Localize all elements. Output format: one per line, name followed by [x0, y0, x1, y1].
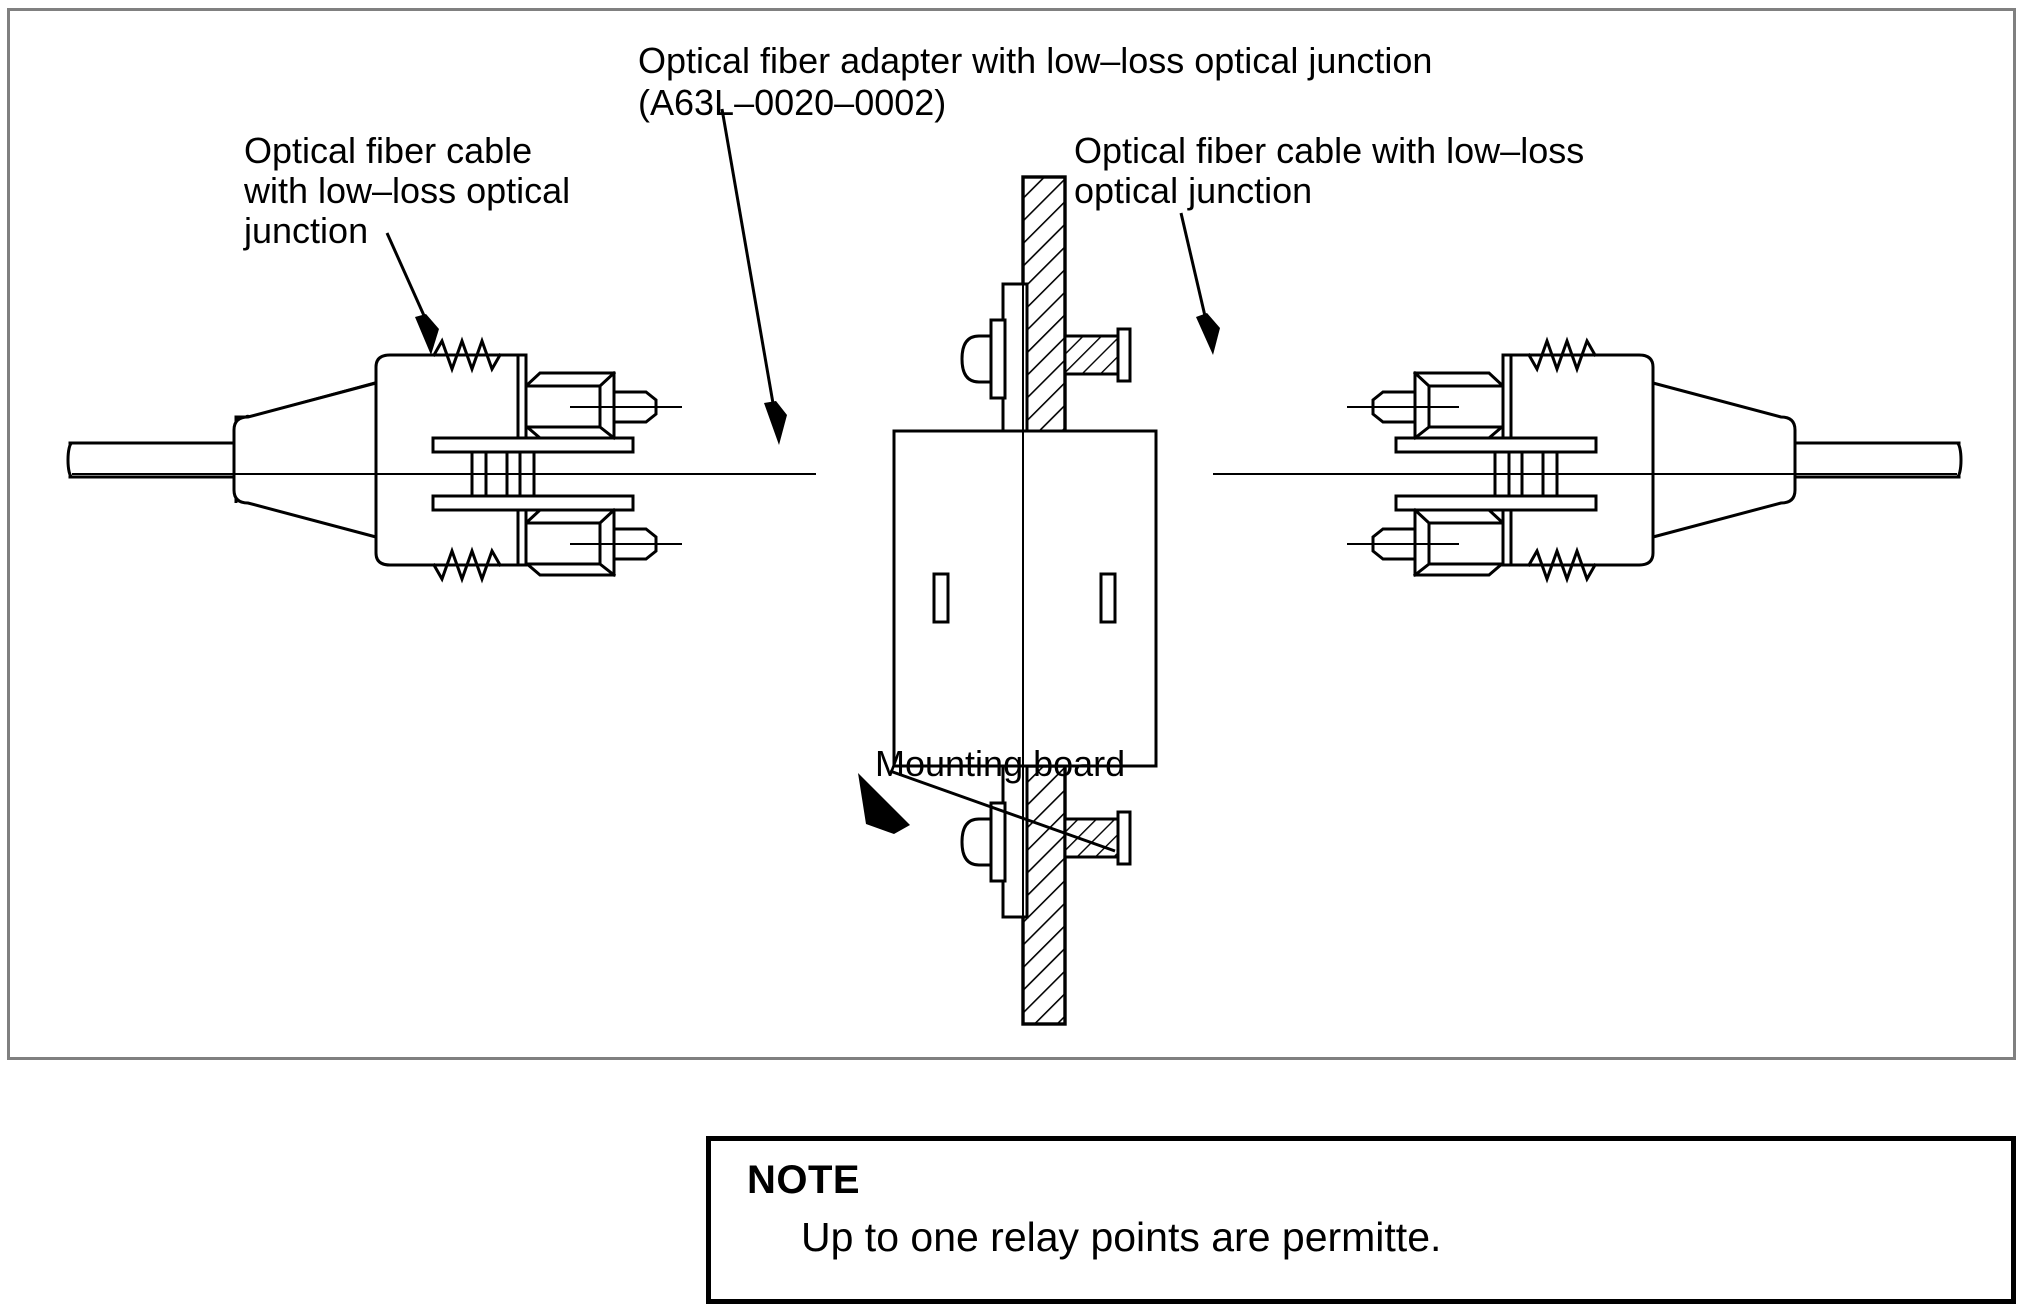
- right-connector-assembly: [1213, 336, 1963, 584]
- label-adapter: Optical fiber adapter with low–loss opti…: [638, 40, 1432, 123]
- optical-adapter-body: [892, 429, 1158, 768]
- technical-drawing: Optical fiber cable with low–loss optica…: [66, 40, 1963, 1026]
- leader-left-cable: [385, 232, 439, 355]
- label-adapter-line2: (A63L–0020–0002): [638, 82, 946, 123]
- adapter-mount-upper: [960, 254, 1132, 437]
- center-adapter-assembly: [892, 175, 1158, 1026]
- right-fiber-cable: [1785, 441, 1963, 479]
- label-left-cable: Optical fiber cable with low–loss optica…: [243, 130, 570, 251]
- label-left-cable-line3: junction: [243, 210, 368, 251]
- label-right-cable-line1: Optical fiber cable with low–loss: [1074, 130, 1584, 171]
- leader-mounting-board: [858, 769, 1116, 853]
- note-title: NOTE: [747, 1158, 861, 1202]
- left-strain-relief-boot: [232, 381, 378, 539]
- diagram-frame: Optical fiber cable with low–loss optica…: [7, 8, 2016, 1060]
- label-left-cable-line1: Optical fiber cable: [244, 130, 532, 171]
- note-body: Up to one relay points are permitte.: [801, 1214, 1442, 1260]
- leader-right-cable: [1179, 212, 1220, 355]
- right-ferrule-lower: [1347, 507, 1505, 578]
- label-left-cable-line2: with low–loss optical: [243, 170, 570, 211]
- label-adapter-line1: Optical fiber adapter with low–loss opti…: [638, 40, 1432, 81]
- left-connector-body: [374, 336, 528, 584]
- label-right-cable: Optical fiber cable with low–loss optica…: [1074, 130, 1584, 211]
- label-mounting-board-line1: Mounting board: [875, 743, 1125, 784]
- right-strain-relief-boot: [1651, 381, 1797, 539]
- left-ferrule-upper: [524, 370, 682, 441]
- label-right-cable-line2: optical junction: [1074, 170, 1312, 211]
- right-ferrule-upper: [1347, 370, 1505, 441]
- label-mounting-board: Mounting board: [875, 743, 1125, 784]
- left-connector-assembly: [66, 336, 816, 584]
- left-ferrule-lower: [524, 507, 682, 578]
- mounting-board-section: [1021, 175, 1067, 1026]
- leader-adapter: [720, 108, 787, 445]
- note-box: NOTE Up to one relay points are permitte…: [706, 1136, 2016, 1304]
- adapter-mount-lower: [960, 764, 1132, 941]
- left-fiber-cable: [66, 441, 244, 479]
